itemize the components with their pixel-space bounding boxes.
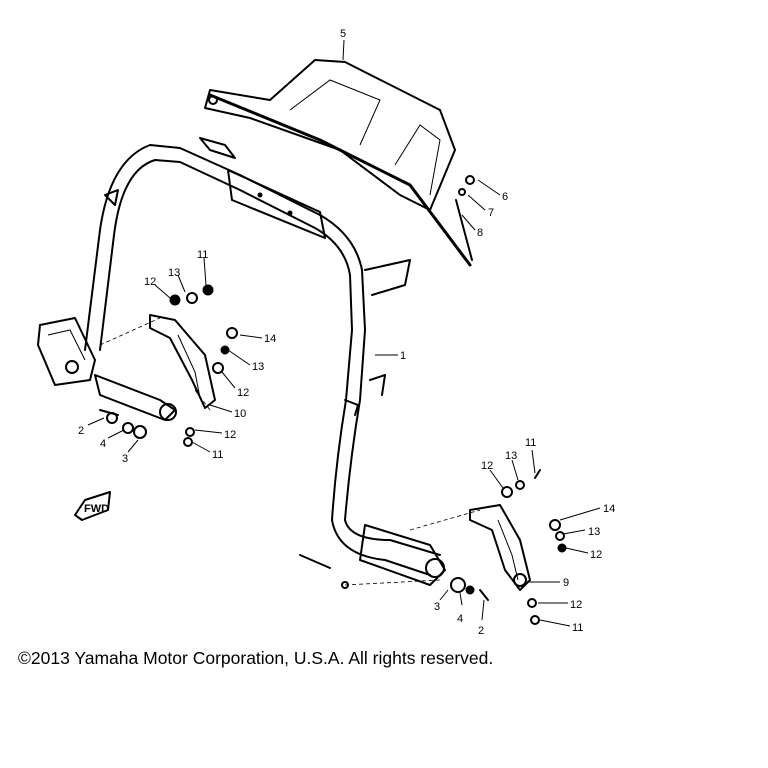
- fwd-arrow: FWD: [74, 491, 111, 521]
- callout-4-b: 4: [457, 613, 463, 625]
- callout-11-c: 11: [525, 437, 536, 449]
- callout-6: 6: [502, 191, 508, 203]
- windshield-panel: [204, 59, 472, 267]
- callout-12-d: 12: [481, 460, 493, 472]
- right-bracket: [344, 504, 531, 591]
- callout-12-f: 12: [570, 599, 582, 611]
- callout-12-c: 12: [224, 429, 236, 441]
- callout-13-c: 13: [505, 450, 517, 462]
- frame-tube: [84, 137, 441, 576]
- callout-14-b: 14: [603, 503, 615, 515]
- copyright-notice: ©2013 Yamaha Motor Corporation, U.S.A. A…: [18, 648, 494, 668]
- callout-12-b: 12: [237, 387, 249, 399]
- callout-2-a: 2: [78, 425, 84, 437]
- callout-11-b: 11: [212, 449, 223, 461]
- fwd-label: FWD: [84, 503, 109, 515]
- callout-10: 10: [234, 408, 246, 420]
- callout-5: 5: [340, 28, 346, 40]
- callout-11-a: 11: [197, 249, 208, 261]
- callout-3-b: 3: [434, 601, 440, 613]
- callout-12-e: 12: [590, 549, 602, 561]
- callout-13-b: 13: [252, 361, 264, 373]
- callouts: 5 6 7 8 1 11 13 12 14 13 12 10 12 11 2 4…: [78, 28, 615, 637]
- callout-13-a: 13: [168, 267, 180, 279]
- callout-2-b: 2: [478, 625, 484, 637]
- callout-4-a: 4: [100, 438, 106, 450]
- callout-13-d: 13: [588, 526, 600, 538]
- callout-14-a: 14: [264, 333, 276, 345]
- callout-7: 7: [488, 207, 494, 219]
- callout-1: 1: [400, 350, 406, 362]
- fasteners: [99, 175, 567, 625]
- leader-lines: [87, 39, 601, 627]
- left-bracket: [37, 314, 216, 421]
- callout-12-a: 12: [144, 276, 156, 288]
- callout-11-d: 11: [572, 622, 583, 634]
- callout-9: 9: [563, 577, 569, 589]
- parts-diagram: FWD 5 6 7 8 1: [37, 28, 615, 637]
- callout-8: 8: [477, 227, 483, 239]
- callout-3-a: 3: [122, 453, 128, 465]
